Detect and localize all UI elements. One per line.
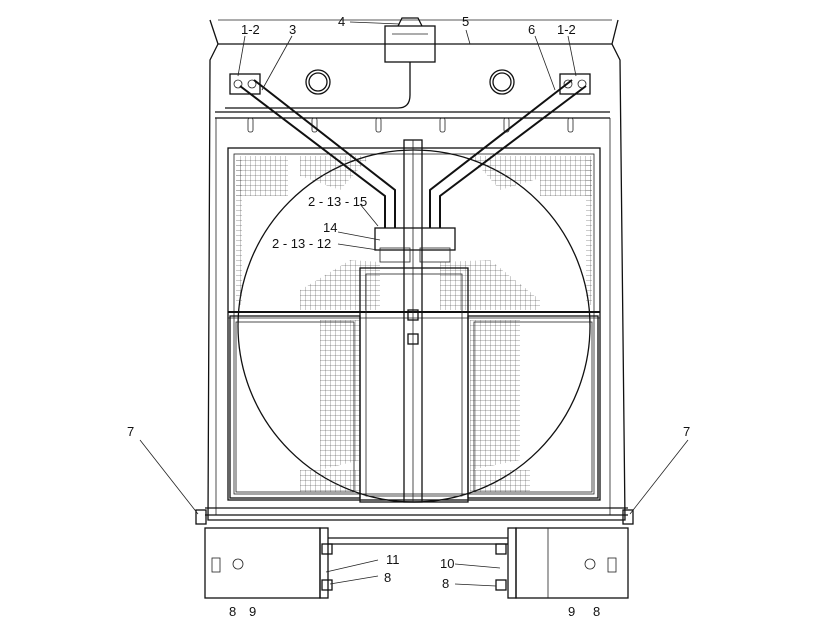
fan-guard-panels [229, 315, 599, 499]
callout-8-mid-left: 8 [384, 570, 391, 585]
diagonal-stays [239, 79, 587, 228]
mesh-regions [236, 156, 592, 492]
bottom-mount-brackets [204, 527, 629, 599]
filler-openings [305, 69, 515, 95]
callout-8-mid-right: 8 [442, 576, 449, 591]
callout-labels: 1-2 3 4 5 6 1-2 2 - 13 - 15 14 2 - 13 - … [127, 14, 690, 619]
callout-6: 6 [528, 22, 535, 37]
callout-8-right: 8 [593, 604, 600, 619]
callout-9-right: 9 [568, 604, 575, 619]
callout-4: 4 [338, 14, 345, 29]
grille-frame [227, 147, 601, 501]
callout-14: 14 [323, 220, 337, 235]
fan-shroud-circle [237, 149, 591, 503]
center-support [359, 139, 469, 503]
callout-7-right: 7 [683, 424, 690, 439]
callout-11: 11 [386, 552, 400, 567]
leader-lines [139, 21, 689, 587]
callout-2-13-12: 2 - 13 - 12 [272, 236, 331, 251]
callout-3: 3 [289, 22, 296, 37]
reservoir-tank [225, 17, 436, 109]
callout-8-left: 8 [229, 604, 236, 619]
callout-10: 10 [440, 556, 454, 571]
callout-1-2-right: 1-2 [557, 22, 576, 37]
callout-9-left: 9 [249, 604, 256, 619]
callout-5: 5 [462, 14, 469, 29]
side-mount-lugs [195, 509, 634, 525]
radiator-frame [205, 19, 628, 521]
callout-1-2-left: 1-2 [241, 22, 260, 37]
callout-2-13-15: 2 - 13 - 15 [308, 194, 367, 209]
callout-7-left: 7 [127, 424, 134, 439]
